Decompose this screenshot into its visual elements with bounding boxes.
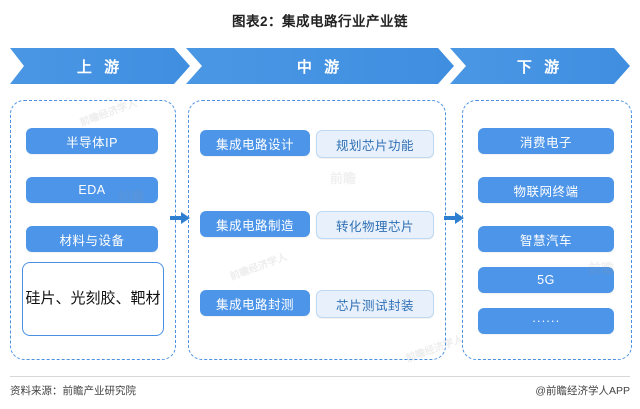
midstream-stage-packaging-label: 集成电路封测 xyxy=(200,290,310,316)
downstream-item-more: ······ xyxy=(478,308,614,334)
upstream-item-ip: 半导体IP xyxy=(26,128,158,154)
arrow-midstream-to-downstream-icon xyxy=(444,212,464,224)
arrow-upstream-to-midstream-icon xyxy=(170,212,190,224)
midstream-stage-design-label: 集成电路设计 xyxy=(200,130,310,156)
stage-downstream-chevron: 下 游 xyxy=(450,48,630,84)
brand-credit: @前瞻经济学人APP xyxy=(535,385,630,397)
upstream-item-materials: 材料与设备 xyxy=(26,226,158,252)
stage-upstream-chevron: 上 游 xyxy=(10,48,190,84)
midstream-stage-packaging-desc: 芯片测试封装 xyxy=(316,290,434,318)
midstream-stage-manufacture-label: 集成电路制造 xyxy=(200,211,310,237)
source-note: 资料来源：前瞻产业研究院 xyxy=(10,385,136,397)
midstream-stage-manufacture-desc: 转化物理芯片 xyxy=(316,211,434,239)
downstream-item-smart-vehicle: 智慧汽车 xyxy=(478,226,614,252)
upstream-item-eda: EDA xyxy=(26,177,158,203)
downstream-item-5g: 5G xyxy=(478,267,614,293)
downstream-item-iot-terminal: 物联网终端 xyxy=(478,177,614,203)
midstream-stage-design-desc: 规划芯片功能 xyxy=(316,130,434,158)
footer-divider xyxy=(10,376,630,377)
page-title: 图表2：集成电路行业产业链 xyxy=(231,14,408,29)
stage-midstream-chevron: 中 游 xyxy=(186,48,454,84)
upstream-materials-box: 硅片、光刻胶、靶材 xyxy=(22,262,164,336)
stage-band: 上 游 中 游 下 游 xyxy=(10,48,630,84)
downstream-item-consumer-electronics: 消费电子 xyxy=(478,128,614,154)
